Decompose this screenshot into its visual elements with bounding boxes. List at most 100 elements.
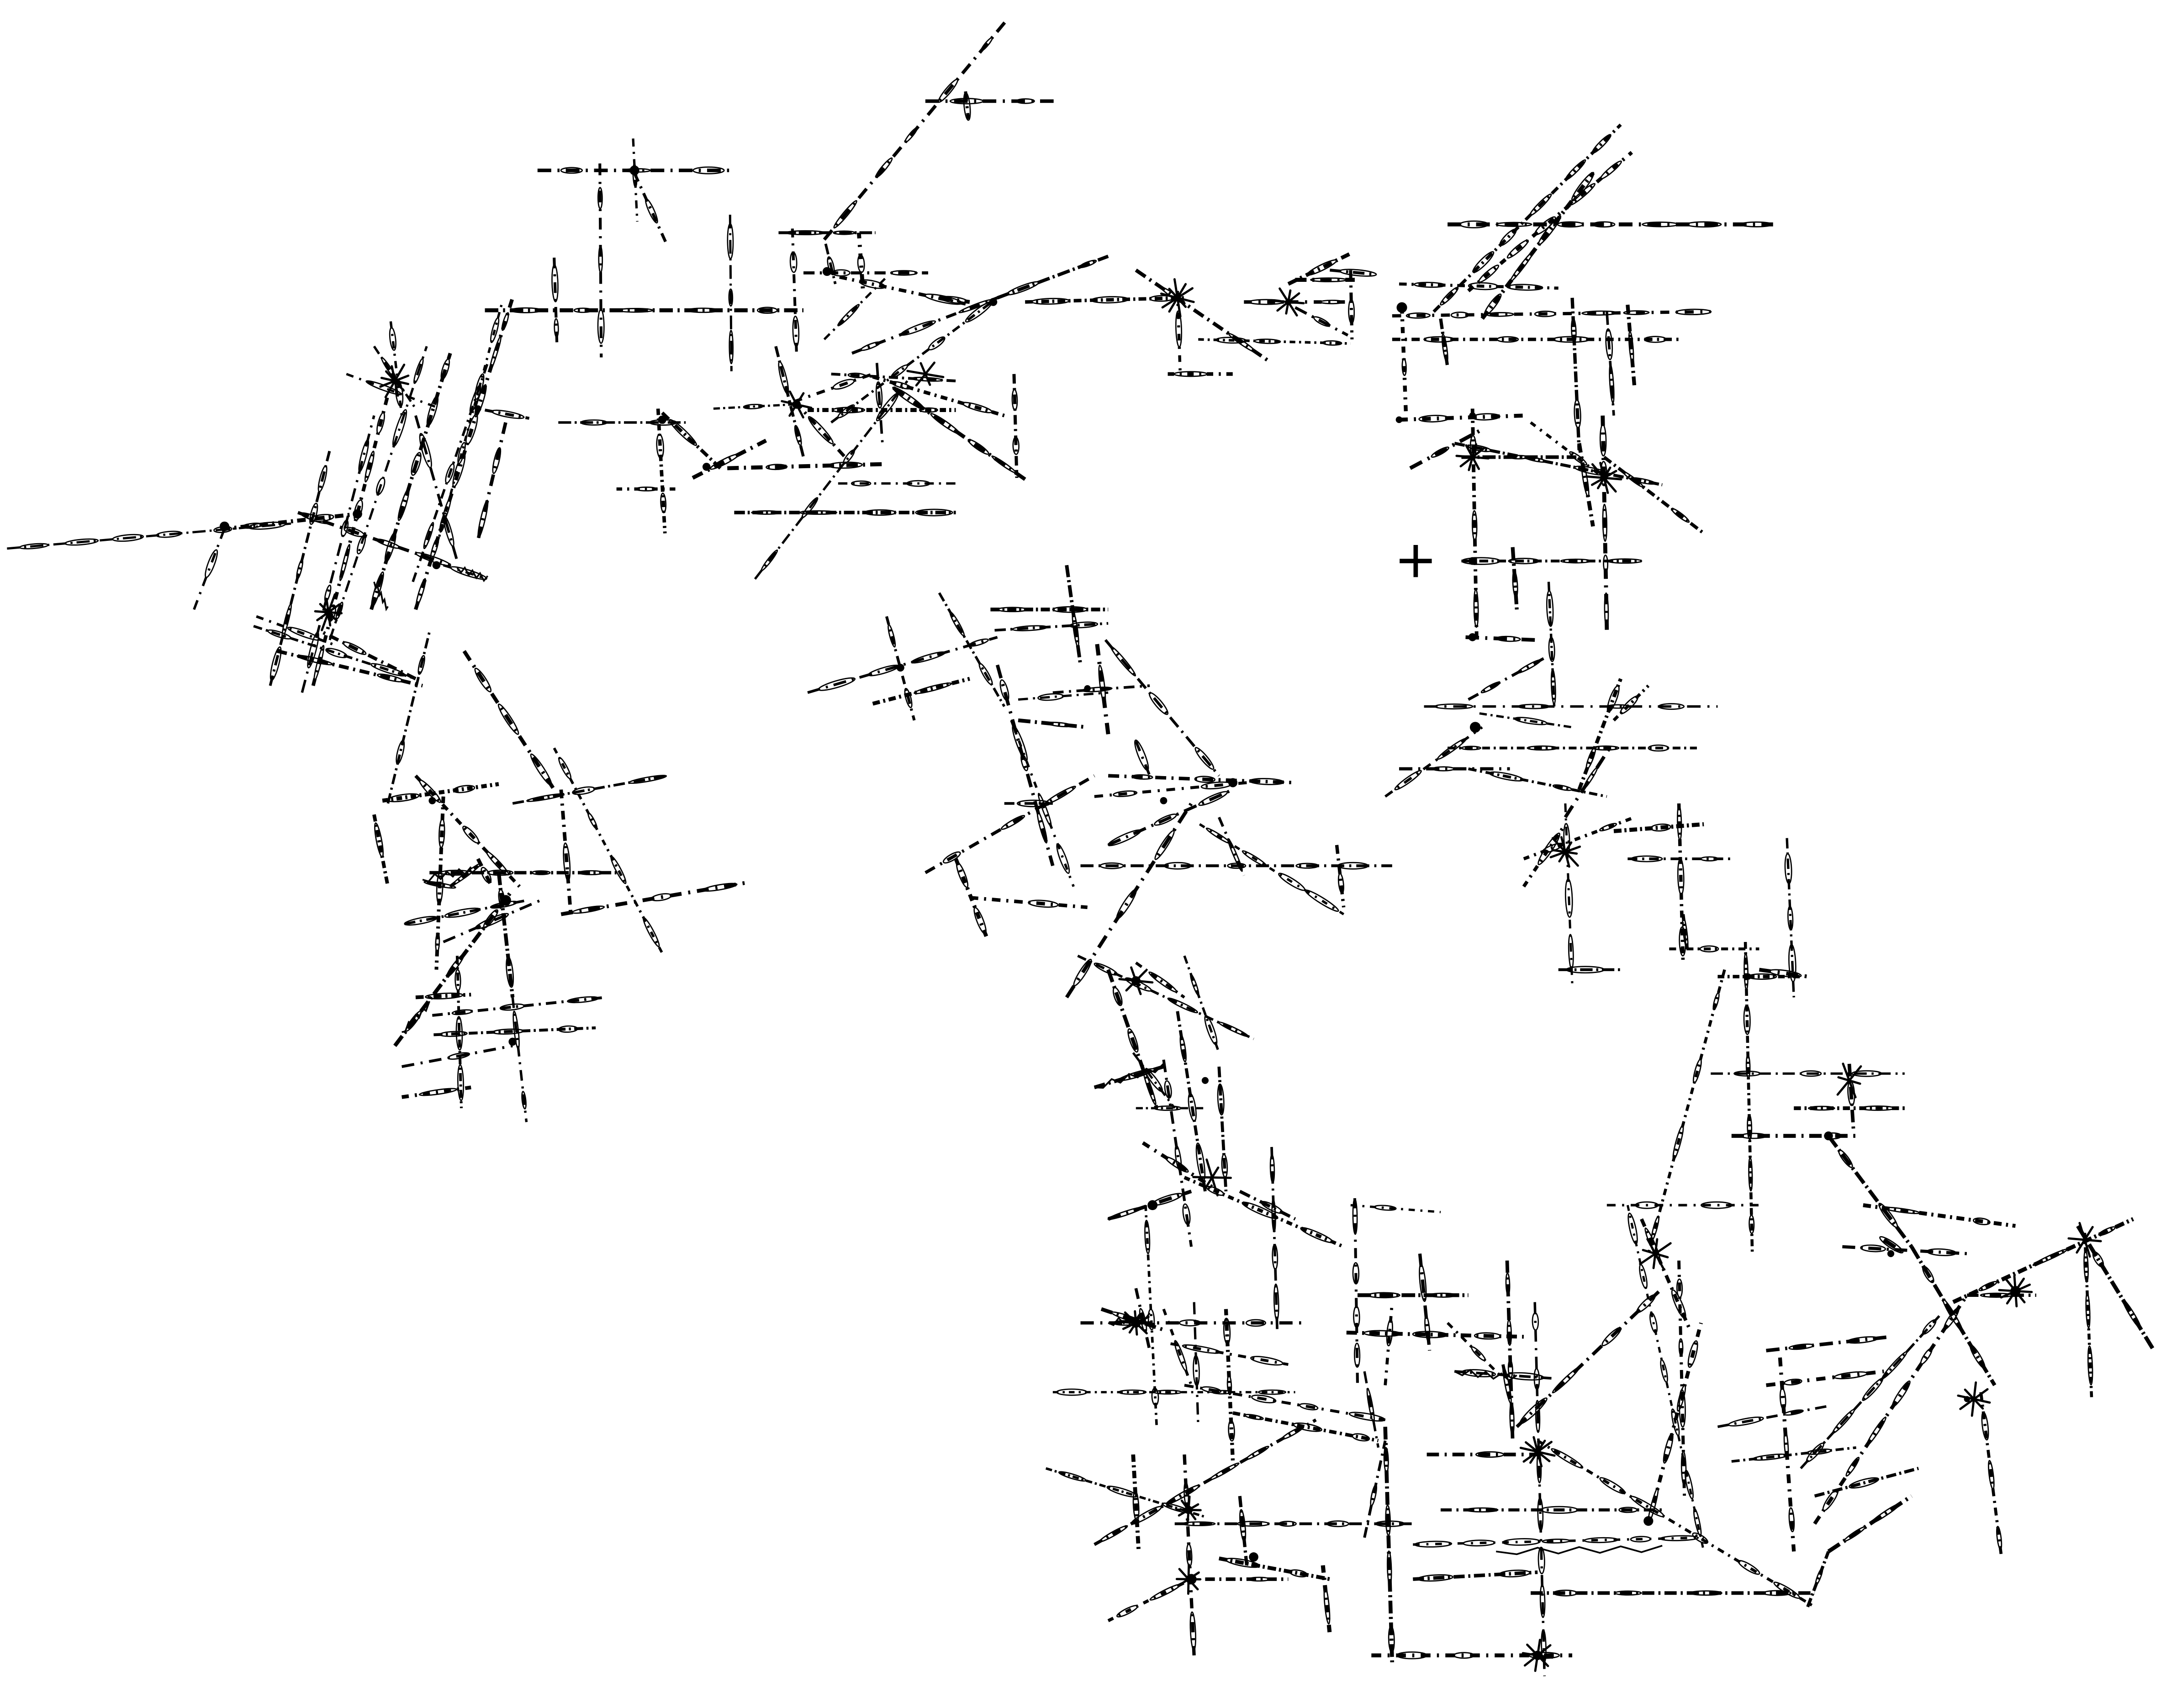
edge-tick [643, 917, 660, 947]
edge-line [1744, 941, 1754, 1254]
edge-tick [358, 439, 370, 472]
edge-line [1135, 269, 1269, 362]
edge-line [1468, 656, 1545, 701]
edge-tick [1507, 1359, 1513, 1379]
edge-tick [1245, 1445, 1269, 1460]
edge-tick [1056, 843, 1070, 874]
edge-tick [1699, 945, 1719, 952]
edge [1335, 845, 1346, 908]
edge [1371, 1651, 1573, 1660]
edge-line [1162, 1308, 1193, 1386]
edge-tick [1388, 1625, 1395, 1653]
edge-tick [489, 335, 502, 372]
edge-tick [1226, 1375, 1232, 1396]
edge [939, 296, 970, 304]
edge-tick [1228, 333, 1257, 353]
edge-line [1218, 816, 1246, 876]
edge-tick [1860, 1244, 1886, 1253]
edge-line [1465, 635, 1535, 642]
edge-tick [847, 372, 866, 378]
edge-tick [1495, 635, 1521, 642]
edge [616, 486, 679, 492]
edge-tick [1571, 172, 1595, 201]
edge-tick [914, 682, 952, 694]
edge [511, 997, 528, 1122]
edge [1065, 802, 1193, 999]
edge-tick [506, 956, 514, 988]
edge-tick [1693, 1508, 1702, 1537]
network-node [658, 415, 666, 424]
edge-tick [501, 312, 509, 331]
edge-tick [597, 187, 603, 210]
edge-line [1065, 802, 1193, 999]
edge-line [426, 881, 451, 888]
edge [1516, 1287, 1664, 1428]
edge [1384, 726, 1483, 798]
edge-line [774, 346, 805, 458]
edge-tick [617, 307, 654, 313]
edge-line [414, 774, 521, 888]
edge-tick [325, 648, 348, 658]
edge [1193, 1302, 1200, 1427]
edge [1577, 443, 1595, 527]
edge [1363, 1371, 1380, 1448]
edge-tick [375, 477, 386, 496]
edge [1603, 455, 1705, 535]
edge-tick [441, 497, 452, 524]
edge-tick [492, 1028, 524, 1035]
edge-line [824, 243, 837, 285]
edge [2076, 1225, 2156, 1352]
edge-tick [1147, 1308, 1155, 1330]
edge-line [1863, 1203, 2016, 1228]
edge-line [1413, 1570, 1538, 1581]
edge-tick [1037, 693, 1064, 701]
edge-tick [1471, 510, 1478, 541]
edge-line [402, 1085, 471, 1099]
edge-tick [411, 452, 422, 476]
edge-tick [1073, 958, 1092, 987]
edge-line [297, 511, 451, 567]
edge-tick [1978, 1281, 1997, 1291]
edge-line [754, 380, 909, 580]
edge [1468, 656, 1545, 701]
edge-line [1766, 1370, 1884, 1387]
star-ray [1522, 1441, 1553, 1463]
edge-tick [1278, 873, 1305, 891]
edge-tick [1225, 1558, 1260, 1568]
network-node [500, 895, 511, 906]
edge [1564, 747, 1612, 819]
edge-tick [1565, 159, 1586, 180]
edge-tick [1728, 1417, 1764, 1427]
edge-tick [1502, 1538, 1541, 1546]
edge-line [1184, 1384, 1386, 1422]
edge [1480, 172, 1595, 320]
edge [856, 233, 865, 291]
edge [476, 858, 494, 888]
edge-tick [531, 870, 551, 875]
edge-line [1353, 1198, 1359, 1385]
edge-tick [1762, 1590, 1792, 1596]
edge-tick [1643, 336, 1667, 343]
edge-tick [1773, 1581, 1801, 1599]
edge-tick [571, 905, 605, 914]
edge [433, 1025, 596, 1037]
edge [963, 91, 971, 121]
edge-line [1468, 767, 1607, 798]
edge-tick [1195, 1142, 1206, 1182]
edge-tick [875, 157, 893, 178]
network-node [896, 664, 904, 672]
edge-line [1827, 1494, 1913, 1554]
edge-tick [509, 307, 542, 313]
star-ray [915, 361, 936, 387]
edge-tick [859, 279, 886, 289]
edge-line [1392, 310, 1711, 317]
edge [1842, 1244, 1967, 1256]
edge-line [1107, 788, 1234, 846]
edge-tick [1423, 336, 1455, 343]
edge-tick [1784, 1378, 1802, 1385]
network-node [1469, 722, 1481, 733]
edge-tick [1153, 1390, 1182, 1395]
edge-tick [205, 549, 218, 578]
edge-line [1480, 172, 1595, 320]
star-junction [1586, 462, 1622, 494]
